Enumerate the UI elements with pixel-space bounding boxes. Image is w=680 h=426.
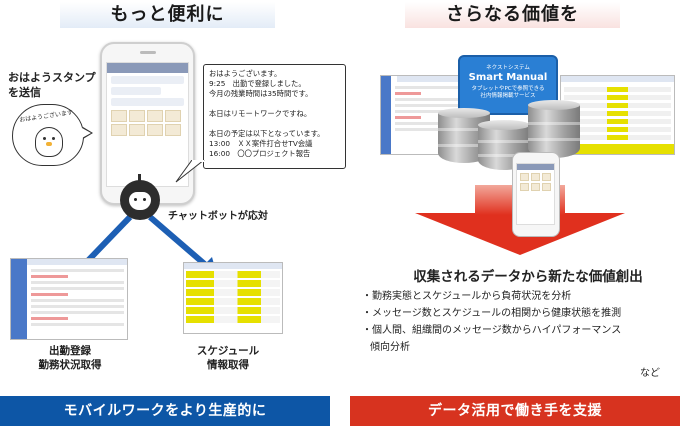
value-creation-title: 収集されるデータから新たな価値創出 [413,269,643,285]
etc-label: など [640,368,660,379]
list-item: ・メッセージ数とスケジュールの相関から健康状態を推測 [362,308,622,319]
list-item: ・個人間、組織間のメッセージ数からハイパフォーマンス [362,325,622,336]
smart-manual-panel: ネクストシステム Smart Manual タブレットやPCで参照できる 社内情… [458,55,558,115]
chatbot-message-bubble: おはようございます。 9:25 出勤で登録しました。 今月の残業時間は35時間で… [203,64,346,169]
database-icon [528,100,580,158]
stamp-label: おはようスタンプ を送信 [8,71,96,99]
right-heading: さらなる価値を [405,2,620,28]
chatbot-robot-icon [120,174,160,220]
list-item-continuation: 傾向分析 [370,342,410,353]
bubble-tail [175,160,205,183]
caption-schedule: スケジュール 情報取得 [196,345,260,371]
chick-icon [35,127,63,157]
left-heading: もっと便利に [60,2,275,28]
schedule-screen-thumbnail [183,262,283,334]
smartphone-chat [100,42,195,205]
attendance-screen-thumbnail [10,258,128,340]
list-item: ・勤務実態とスケジュールから負荷状況を分析 [362,291,572,302]
left-banner: モバイルワークをより生産的に [0,396,330,426]
stamp-bubble: おはようございます [12,104,93,166]
caption-attendance: 出勤登録 勤務状況取得 [38,345,102,371]
smartphone-icon [512,152,560,237]
right-banner: データ活用で働き手を支援 [350,396,680,426]
analysis-list: ・勤務実態とスケジュールから負荷状況を分析 ・メッセージ数とスケジュールの相関か… [362,288,678,356]
chatbot-label: チャットボットが応対 [168,211,268,222]
stamp-text: おはようございます [18,109,74,124]
